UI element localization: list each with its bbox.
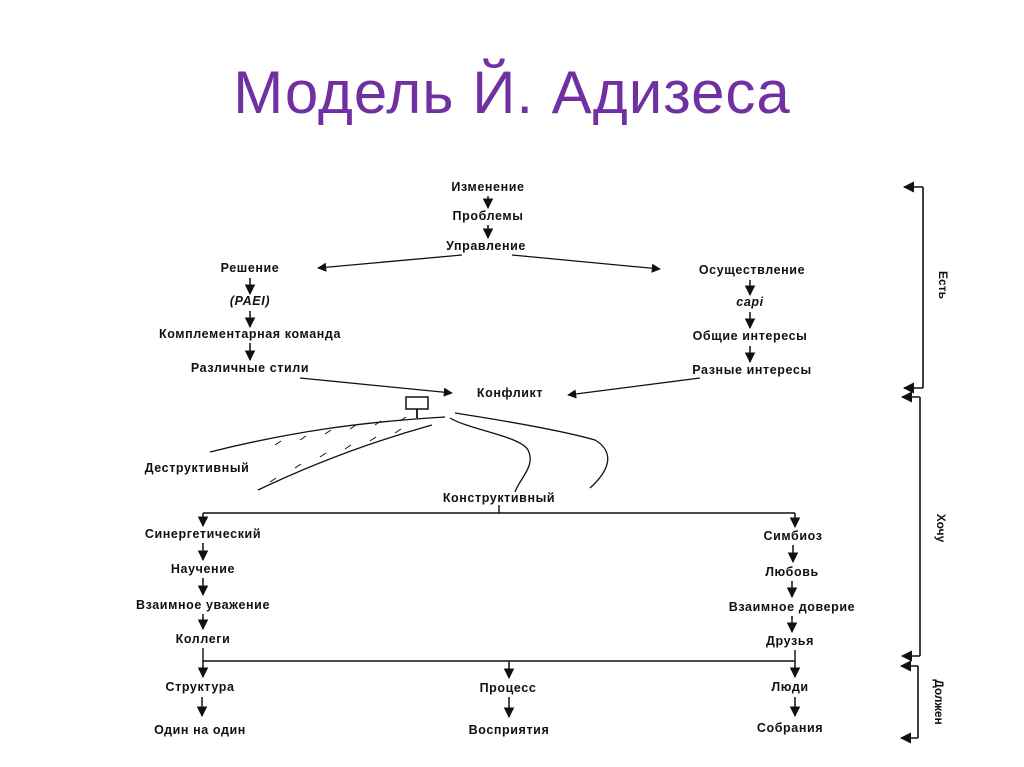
node-sobraniya: Собрания (757, 721, 823, 735)
road-constructive-inner (449, 417, 531, 493)
side-label-dolzhen: Должен (932, 679, 946, 725)
slide-title: Модель Й. Адизеса (233, 59, 791, 126)
bracket-khochu (900, 391, 921, 662)
node-capi: capi (736, 295, 763, 309)
arrow-to-osushchestvlenie (511, 254, 661, 273)
node-nauchenie: Научение (171, 562, 235, 576)
node-kollegi: Коллеги (176, 632, 231, 646)
side-label-khochu: Хочу (934, 514, 948, 543)
node-paei: (PAEI) (230, 294, 270, 308)
node-lyubov: Любовь (765, 565, 819, 579)
node-sinergeticheskii: Синергетический (145, 527, 261, 541)
side-label-est: Есть (936, 271, 950, 299)
node-osushchestvlenie: Осуществление (699, 263, 805, 277)
road-illustration (209, 396, 609, 493)
node-simbioz: Симбиоз (763, 529, 822, 543)
road-destructive-hatch (269, 416, 407, 483)
bracket-est (902, 181, 924, 394)
arrow-to-reshenie (317, 254, 463, 272)
node-reshenie: Решение (221, 261, 280, 275)
signpost-board (405, 396, 429, 410)
node-destruktivnyi: Деструктивный (145, 461, 250, 475)
node-vzaimnoe-doverie: Взаимное доверие (729, 600, 855, 614)
node-upravlenie: Управление (446, 239, 526, 253)
road-destructive-upper (209, 416, 446, 453)
node-struktura: Структура (165, 680, 234, 694)
arrow-stili-to-konflikt (299, 377, 453, 397)
node-razlichnye-stili: Различные стили (191, 361, 309, 375)
node-process: Процесс (480, 681, 537, 695)
node-konstruktivnyi: Конструктивный (443, 491, 555, 505)
node-problemy: Проблемы (453, 209, 524, 223)
node-izmenenie: Изменение (451, 180, 524, 194)
road-destructive-lower (257, 424, 433, 491)
node-konflikt: Конфликт (477, 386, 543, 400)
arrow-interesy-to-konflikt (567, 377, 701, 399)
node-vzaimnoe-uvazhenie: Взаимное уважение (136, 598, 270, 612)
node-lyudi: Люди (771, 680, 808, 694)
node-komplementarnaya: Комплементарная команда (159, 327, 341, 341)
bracket-dolzhen (899, 660, 919, 744)
node-vospriyatiya: Восприятия (469, 723, 550, 737)
road-constructive-outer (454, 412, 609, 489)
node-odin-na-odin: Один на один (154, 723, 246, 737)
node-druzya: Друзья (766, 634, 814, 648)
node-obshchie-interesy: Общие интересы (693, 329, 808, 343)
node-raznye-interesy: Разные интересы (692, 363, 812, 377)
